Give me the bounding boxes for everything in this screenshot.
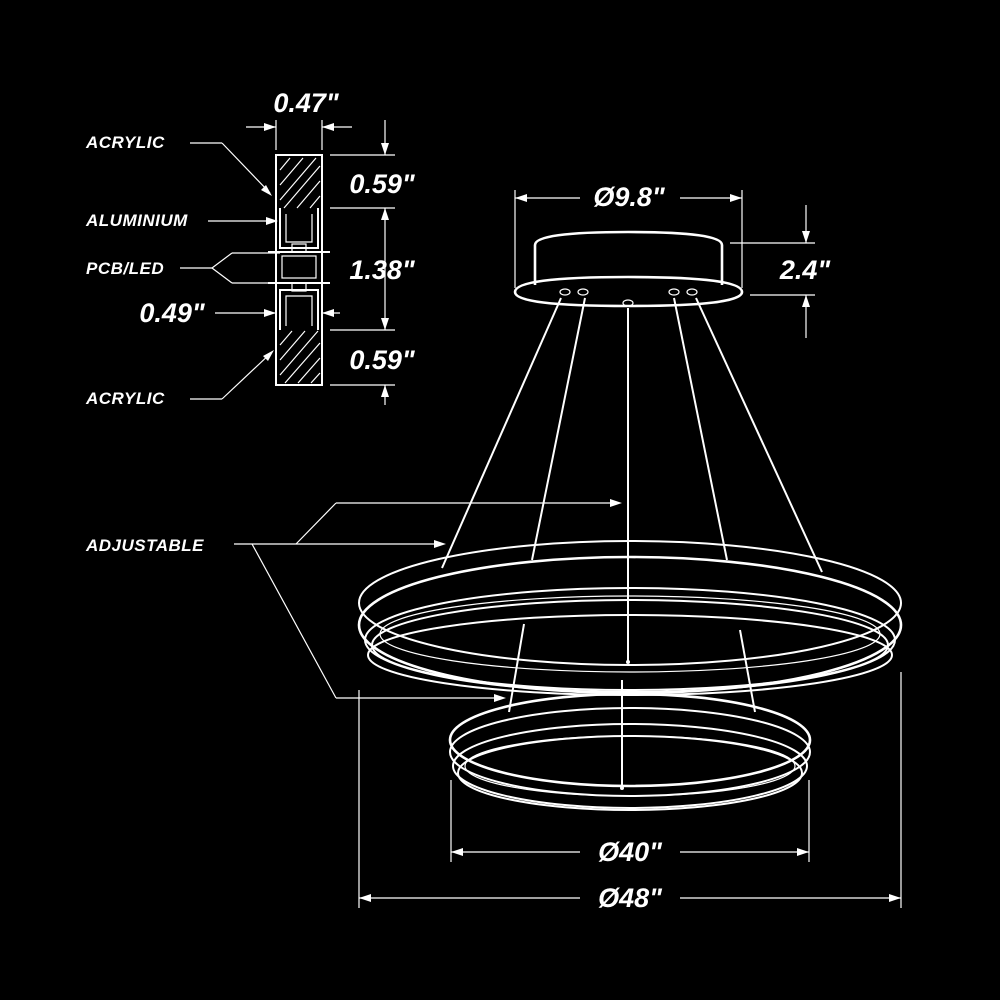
ring-diameter-dimensions: Ø40" Ø48" <box>358 672 902 913</box>
canopy-screws <box>559 288 698 307</box>
ring-cross-section: 0.47" <box>85 88 416 408</box>
canopy-height: 2.4" <box>779 255 832 285</box>
top-acrylic-dimension: 0.59" <box>349 169 416 199</box>
ceiling-canopy: Ø9.8" 2.4" <box>513 182 832 338</box>
label-adjustable: ADJUSTABLE <box>85 536 204 555</box>
bottom-acrylic-hatch <box>279 330 321 384</box>
middle-dimension: 1.38" <box>349 255 416 285</box>
side-dimension: 0.49" <box>139 298 206 328</box>
large-ring-diameter: Ø48" <box>598 883 663 913</box>
label-acrylic-bottom: ACRYLIC <box>85 389 165 408</box>
label-acrylic-top: ACRYLIC <box>85 133 165 152</box>
canopy-diameter: Ø9.8" <box>593 182 666 212</box>
large-ring <box>357 540 903 696</box>
suspension-cables <box>441 297 823 790</box>
adjustable-callout: ADJUSTABLE <box>85 499 622 702</box>
label-pcb-led: PCB/LED <box>86 259 164 278</box>
label-aluminium: ALUMINIUM <box>85 211 188 230</box>
bottom-acrylic-dimension: 0.59" <box>349 345 416 375</box>
small-ring <box>448 692 812 811</box>
width-dimension: 0.47" <box>273 88 340 118</box>
top-acrylic-hatch <box>279 157 321 209</box>
small-ring-diameter: Ø40" <box>598 837 663 867</box>
